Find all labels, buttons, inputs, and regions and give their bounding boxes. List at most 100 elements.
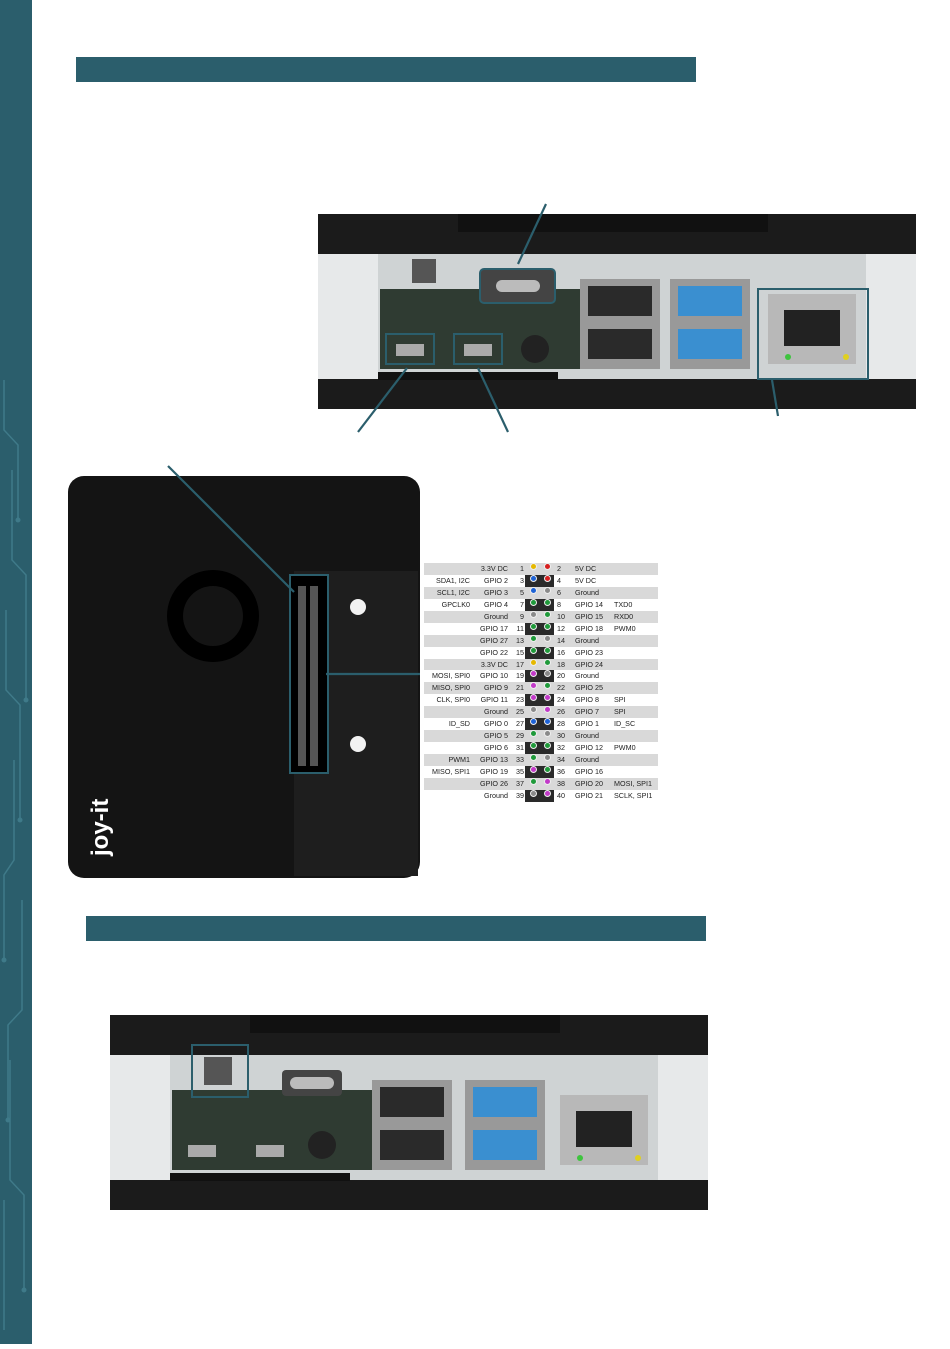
pin-dot-icon [544, 598, 551, 606]
pin-left-name: GPIO 17 [480, 623, 508, 633]
pin-right-number: 10 [557, 611, 565, 621]
pin-dot-icon [530, 634, 537, 642]
pin-dot-icon [530, 754, 537, 761]
pin-dot-icon [544, 730, 551, 738]
pin-dot-icon [544, 694, 551, 702]
pin-left-name: GPIO 5 [484, 731, 508, 741]
pin-dot-icon [530, 563, 537, 570]
pin-left-name: GPIO 11 [480, 695, 508, 705]
pin-right-name: GPIO 15 [575, 611, 603, 621]
pin-left-name: GPIO 4 [484, 599, 508, 609]
pin-right-function: SPI [614, 707, 626, 717]
pin-dot-icon [544, 765, 551, 773]
pin-left-function: MOSI, SPI0 [432, 671, 470, 681]
pin-right-name: Ground [575, 731, 599, 741]
pin-left-name: GPIO 19 [480, 766, 508, 776]
pin-left-function: GPCLK0 [441, 599, 470, 609]
pin-dot-icon [530, 706, 537, 714]
pin-right-name: GPIO 23 [575, 647, 603, 657]
pin-right-number: 2 [557, 564, 561, 573]
pin-dot-icon [544, 706, 551, 714]
pin-right-number: 14 [557, 635, 565, 645]
case-side-photo-button [110, 1015, 708, 1210]
pin-right-name: Ground [575, 635, 599, 645]
pin-dot-icon [544, 670, 551, 678]
pin-left-number: 25 [516, 707, 524, 717]
pin-left-name: GPIO 3 [484, 587, 508, 597]
pin-dot-icon [530, 658, 537, 666]
pin-dot-icon [530, 789, 537, 797]
pin-right-number: 20 [557, 671, 565, 681]
pin-right-name: GPIO 14 [575, 599, 603, 609]
pin-right-number: 4 [557, 575, 561, 585]
pin-right-function: SPI [614, 695, 626, 705]
circuit-pattern-icon [1, 380, 29, 1330]
pin-left-number: 33 [516, 755, 524, 764]
pin-left-number: 29 [516, 731, 524, 741]
pin-row: MISO, SPI1 GPIO 19 35 36 GPIO 16 [424, 765, 658, 778]
pin-left-function: PWM1 [448, 755, 470, 764]
pin-left-name: 3.3V DC [480, 564, 508, 573]
pin-dot-icon [544, 754, 551, 761]
pin-right-function: PWM0 [614, 623, 636, 633]
pin-dot-icon [544, 634, 551, 642]
pin-left-number: 3 [520, 575, 524, 585]
pin-left-name: Ground [484, 790, 508, 800]
pin-left-function: MISO, SPI1 [432, 766, 470, 776]
pin-right-name: Ground [575, 755, 599, 764]
pin-dot-icon [530, 694, 537, 702]
pin-left-number: 37 [516, 778, 524, 788]
svg-text:joy-it: joy-it [87, 799, 114, 857]
pin-left-number: 19 [516, 671, 524, 681]
pin-right-name: GPIO 25 [575, 683, 603, 693]
pin-right-function: TXD0 [614, 599, 633, 609]
pin-right-function: RXD0 [614, 611, 634, 621]
pin-dot-icon [530, 610, 537, 618]
pin-dot-icon [530, 682, 537, 690]
pin-left-name: GPIO 9 [484, 683, 508, 693]
pin-right-name: GPIO 8 [575, 695, 599, 705]
pin-left-name: GPIO 2 [484, 575, 508, 585]
pin-dot-icon [544, 658, 551, 666]
pin-right-name: GPIO 7 [575, 707, 599, 717]
pin-right-function: MOSI, SPI1 [614, 778, 652, 788]
pin-left-number: 9 [520, 611, 524, 621]
pin-right-name: 5V DC [575, 564, 597, 573]
pin-left-number: 13 [516, 635, 524, 645]
pin-right-name: GPIO 24 [575, 659, 603, 669]
pin-right-function: PWM0 [614, 743, 636, 753]
pin-right-number: 36 [557, 766, 565, 776]
pin-right-name: GPIO 16 [575, 766, 603, 776]
pin-left-name: GPIO 6 [484, 743, 508, 753]
pin-left-function: MISO, SPI0 [432, 683, 470, 693]
pin-left-name: GPIO 10 [480, 671, 508, 681]
section-header-bar [76, 57, 696, 82]
pin-left-function: CLK, SPI0 [436, 695, 470, 705]
pin-right-name: GPIO 12 [575, 743, 603, 753]
pin-dot-icon [530, 765, 537, 773]
pin-dot-icon [544, 646, 551, 654]
pin-right-number: 28 [557, 719, 565, 729]
pin-dot-icon [530, 598, 537, 606]
pin-left-number: 5 [520, 587, 524, 597]
pin-left-function: SCL1, I2C [436, 587, 470, 597]
pin-left-number: 35 [516, 766, 524, 776]
pin-dot-icon [530, 718, 537, 726]
pin-dot-icon [544, 563, 551, 570]
pin-left-name: GPIO 0 [484, 719, 508, 729]
pin-dot-icon [530, 622, 537, 630]
pin-dot-icon [544, 777, 551, 785]
pin-right-number: 38 [557, 778, 565, 788]
pin-right-name: 5V DC [575, 575, 597, 585]
pin-left-name: GPIO 22 [480, 647, 508, 657]
